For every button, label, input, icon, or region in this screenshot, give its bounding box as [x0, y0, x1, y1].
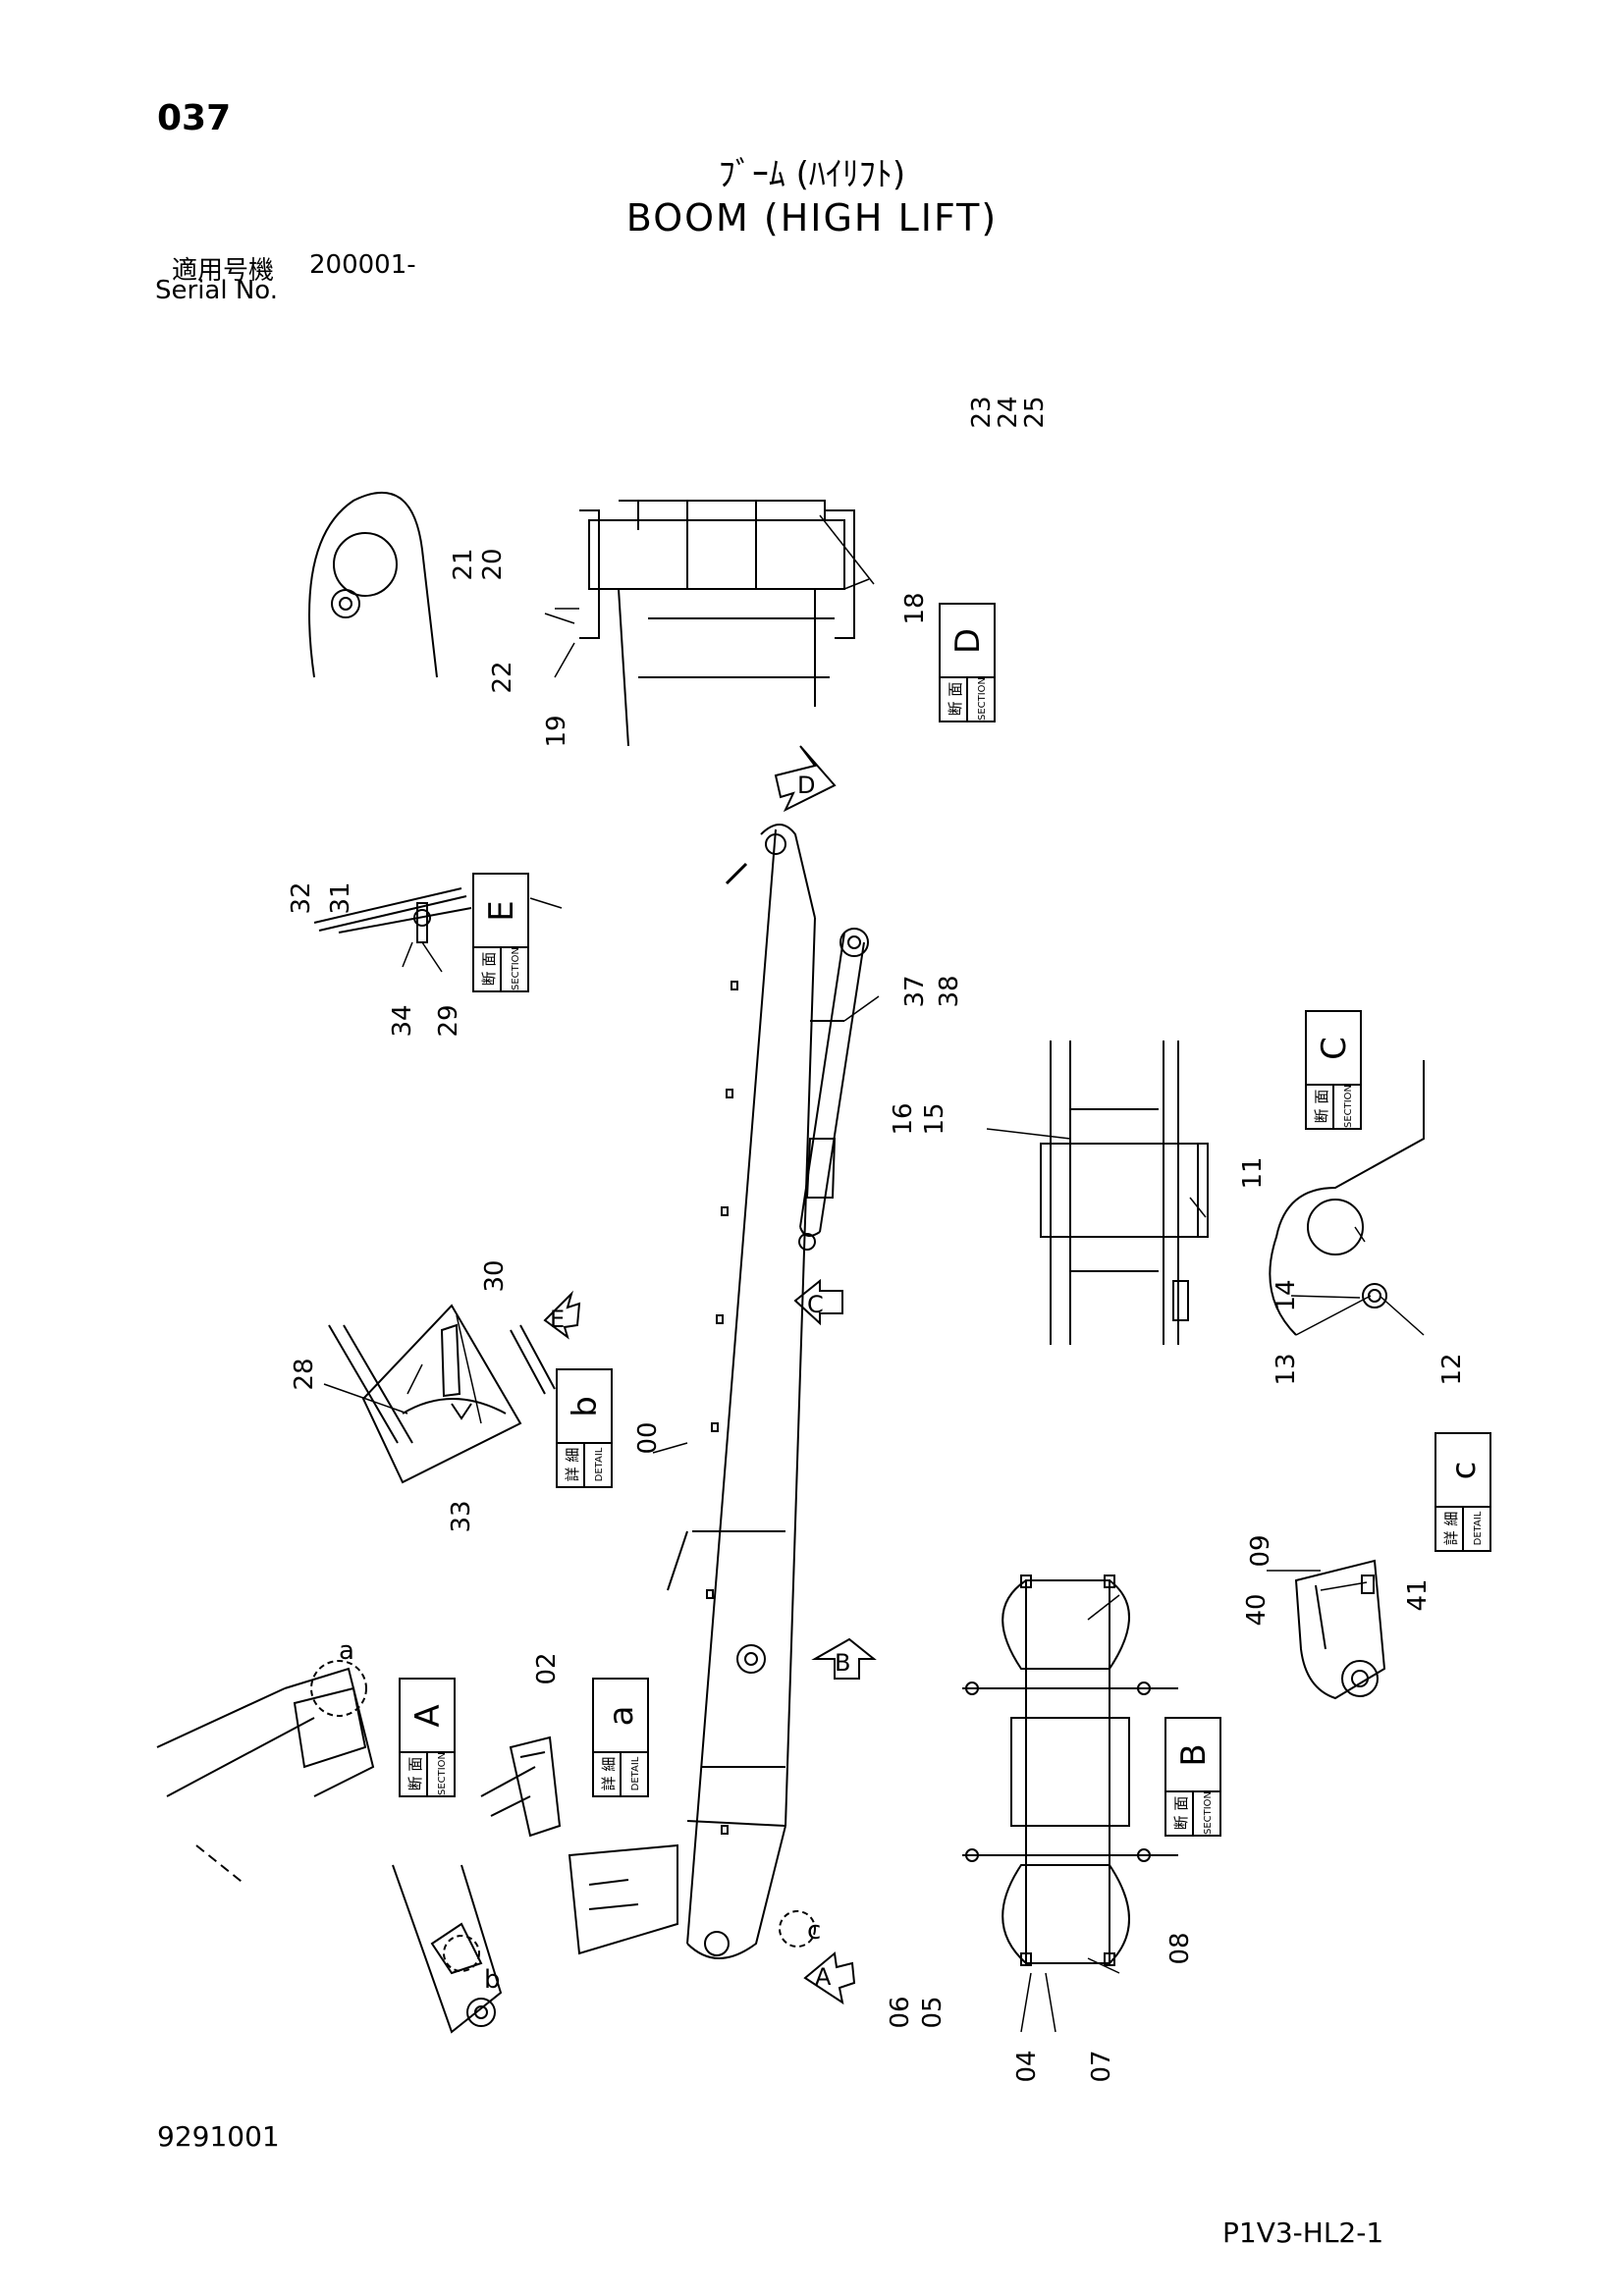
section-b-view: [962, 1575, 1178, 1966]
page-code: P1V3-HL2-1: [1222, 2216, 1384, 2249]
arrow-letter-c: C: [807, 1291, 824, 1318]
callout-19: 19: [542, 715, 571, 747]
arrow-letter-d: D: [797, 772, 815, 799]
callout-02: 02: [532, 1652, 562, 1684]
callout-41: 41: [1403, 1578, 1433, 1611]
section-label-a: 断 面 SECTION A: [399, 1678, 456, 1797]
section-label-b-en: SECTION: [1203, 1791, 1214, 1835]
callout-31: 31: [326, 881, 355, 914]
section-label-e-en: SECTION: [511, 947, 521, 990]
section-e-view: [313, 887, 472, 943]
callout-leaders: [323, 514, 1425, 2033]
callout-37: 37: [900, 975, 930, 1007]
callout-11: 11: [1238, 1156, 1268, 1189]
callout-05: 05: [918, 1996, 947, 2028]
callout-06: 06: [886, 1996, 915, 2028]
detail-label-c-jp: 詳 細: [1442, 1512, 1460, 1546]
section-label-d: 断 面 SECTION D: [939, 603, 996, 722]
detail-label-b-en: DETAIL: [594, 1447, 605, 1481]
view-arrow-c: C: [793, 1278, 843, 1326]
callout-09: 09: [1246, 1534, 1275, 1567]
page-title: BOOM (HIGH LIFT): [625, 196, 999, 240]
section-label-e-letter: E: [482, 900, 521, 921]
section-label-b-jp: 断 面: [1172, 1796, 1190, 1831]
arrow-letter-b: B: [835, 1649, 850, 1677]
circle-letter-a: a: [339, 1636, 354, 1666]
callout-29: 29: [434, 1004, 463, 1037]
section-c-view: [1040, 1041, 1425, 1345]
detail-b-view: [328, 1304, 556, 1484]
detail-label-b-letter: b: [566, 1396, 605, 1417]
detail-label-c-en: DETAIL: [1473, 1511, 1484, 1545]
section-label-b: 断 面 SECTION B: [1164, 1717, 1221, 1837]
section-label-c: 断 面 SECTION C: [1305, 1010, 1362, 1130]
boom-main-view: [667, 824, 869, 1959]
section-label-c-letter: C: [1315, 1037, 1354, 1060]
callout-14: 14: [1272, 1279, 1301, 1311]
section-label-a-en: SECTION: [437, 1752, 448, 1795]
callout-20: 20: [478, 548, 508, 580]
section-d-view: [308, 491, 855, 747]
detail-a-view: [480, 1735, 562, 1838]
view-arrow-d: D: [774, 745, 837, 813]
section-label-c-jp: 断 面: [1313, 1090, 1330, 1124]
callout-00: 00: [633, 1421, 663, 1454]
callout-12: 12: [1437, 1353, 1467, 1385]
callout-30: 30: [480, 1259, 510, 1292]
callout-38: 38: [935, 975, 964, 1007]
section-label-c-en: SECTION: [1343, 1085, 1354, 1128]
section-label-d-en: SECTION: [977, 677, 988, 721]
section-label-a-letter: A: [408, 1704, 448, 1727]
callout-21: 21: [449, 548, 478, 580]
detail-label-b-jp: 詳 細: [564, 1448, 581, 1482]
detail-sketch-views: [392, 1843, 678, 2034]
detail-c-view: [1294, 1559, 1386, 1700]
arrow-letter-e: E: [550, 1306, 565, 1333]
detail-label-a: 詳 細 DETAIL a: [592, 1678, 649, 1797]
callout-16: 16: [889, 1102, 918, 1135]
callout-34: 34: [388, 1004, 417, 1037]
detail-label-b: 詳 細 DETAIL b: [556, 1368, 613, 1488]
callout-32: 32: [287, 881, 316, 914]
detail-label-c-letter: c: [1444, 1462, 1484, 1480]
section-a-view: [156, 1660, 375, 1886]
page-number: 037: [157, 98, 232, 138]
callout-28: 28: [290, 1358, 319, 1390]
view-arrow-e: E: [543, 1290, 581, 1340]
callout-24: 24: [994, 396, 1023, 428]
callout-25: 25: [1020, 396, 1050, 428]
serial-number-value: 200001-: [309, 250, 416, 280]
callout-07: 07: [1087, 2050, 1116, 2082]
section-label-e: 断 面 SECTION E: [472, 873, 529, 992]
section-label-d-jp: 断 面: [947, 682, 964, 717]
serial-label: Serial No.: [155, 276, 278, 305]
view-arrow-a: A: [803, 1951, 856, 2005]
callout-04: 04: [1012, 2050, 1042, 2082]
section-label-d-letter: D: [948, 628, 988, 654]
detail-label-a-en: DETAIL: [630, 1756, 641, 1790]
section-label-a-jp: 断 面: [406, 1757, 424, 1791]
arrow-letter-a: A: [815, 1963, 832, 1991]
callout-33: 33: [447, 1500, 476, 1532]
section-label-e-jp: 断 面: [480, 952, 498, 987]
detail-label-c: 詳 細 DETAIL c: [1435, 1432, 1491, 1552]
circle-letter-b: b: [484, 1965, 501, 1995]
detail-label-a-letter: a: [602, 1706, 641, 1727]
callout-15: 15: [920, 1102, 949, 1135]
callout-13: 13: [1272, 1353, 1301, 1385]
callout-40: 40: [1242, 1593, 1272, 1626]
section-label-b-letter: B: [1174, 1743, 1214, 1766]
detail-label-a-jp: 詳 細: [600, 1757, 618, 1791]
callout-08: 08: [1165, 1932, 1195, 1964]
callout-18: 18: [900, 592, 930, 624]
circle-letter-c: c: [807, 1916, 821, 1946]
callout-23: 23: [967, 396, 997, 428]
drawing-number: 9291001: [157, 2120, 280, 2153]
title-japanese: ﾌﾞｰﾑ (ﾊｲﾘﾌﾄ): [718, 155, 906, 194]
view-arrow-b: B: [811, 1637, 877, 1680]
callout-22: 22: [488, 661, 517, 693]
serial-label-japanese: 適用号機: [172, 256, 275, 286]
